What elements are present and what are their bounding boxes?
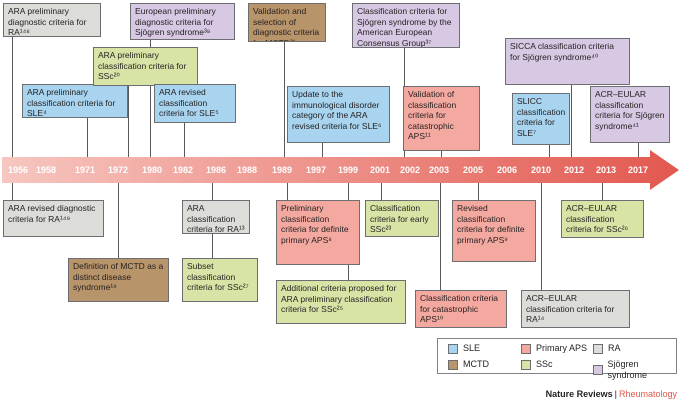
year-label: 2002 bbox=[399, 165, 421, 175]
legend-item-sle: SLE bbox=[448, 343, 480, 354]
event-box-sle: Update to the immunological disorder cat… bbox=[287, 86, 390, 143]
year-label: 2003 bbox=[428, 165, 450, 175]
connector-line bbox=[128, 86, 129, 157]
event-box-sjo: European preliminary diagnostic criteria… bbox=[130, 3, 235, 40]
connector-line bbox=[212, 183, 213, 200]
connector-line bbox=[212, 234, 213, 258]
legend-item-ssc: SSc bbox=[521, 359, 553, 370]
connector-line bbox=[440, 183, 441, 290]
year-label: 2013 bbox=[595, 165, 617, 175]
legend-label: SLE bbox=[463, 343, 481, 353]
legend-swatch bbox=[593, 365, 603, 375]
credit-divider: | bbox=[614, 389, 617, 399]
event-box-ssc: Classification criteria for early SSc²³ bbox=[365, 200, 439, 237]
connector-line bbox=[602, 183, 603, 200]
event-box-ssc: Additional criteria proposed for ARA pre… bbox=[276, 280, 406, 324]
legend-label: Primary APS bbox=[536, 343, 588, 353]
event-box-ra: ARA preliminary diagnostic criteria for … bbox=[3, 3, 101, 37]
connector-line bbox=[150, 40, 151, 157]
event-box-aps: Validation of classification criteria fo… bbox=[403, 86, 480, 151]
legend-swatch bbox=[521, 343, 531, 354]
year-label: 1999 bbox=[337, 165, 359, 175]
year-label: 2001 bbox=[369, 165, 391, 175]
event-box-sle: SLICC classification criteria for SLE⁷ bbox=[512, 93, 570, 145]
journal-credit: Nature Reviews|Rheumatology bbox=[546, 389, 677, 399]
connector-line bbox=[284, 42, 285, 157]
legend-item-aps: Primary APS bbox=[521, 343, 587, 354]
year-label: 2006 bbox=[496, 165, 518, 175]
event-box-ssc: ACR–EULAR classification criteria for SS… bbox=[561, 200, 644, 238]
year-label: 2010 bbox=[530, 165, 552, 175]
connector-line bbox=[541, 183, 542, 290]
connector-line bbox=[571, 85, 572, 157]
legend: SLE Primary APS RA MCTD SSc Sjögren syndrome bbox=[437, 338, 677, 380]
legend-swatch bbox=[521, 359, 531, 370]
year-label: 1997 bbox=[305, 165, 327, 175]
legend-item-mctd: MCTD bbox=[448, 359, 489, 370]
legend-swatch bbox=[448, 359, 458, 370]
connector-line bbox=[322, 143, 323, 157]
year-label: 1958 bbox=[35, 165, 57, 175]
year-label: 1989 bbox=[271, 165, 293, 175]
legend-label: MCTD bbox=[463, 359, 489, 369]
event-box-ra: ARA classification criteria for RA¹³ bbox=[182, 200, 250, 234]
year-label: 1972 bbox=[107, 165, 129, 175]
legend-item-ra: RA bbox=[593, 343, 621, 354]
event-box-aps: Preliminary classification criteria for … bbox=[276, 200, 360, 265]
connector-line bbox=[118, 183, 119, 258]
credit-section: Rheumatology bbox=[618, 389, 677, 399]
year-label: 1986 bbox=[205, 165, 227, 175]
credit-journal: Nature Reviews bbox=[545, 389, 613, 399]
connector-line bbox=[478, 183, 479, 200]
event-box-mctd: Validation and selection of diagnostic c… bbox=[248, 3, 326, 42]
connector-line bbox=[12, 183, 13, 200]
event-box-ra: ACR–EULAR classification criteria for RA… bbox=[521, 290, 630, 328]
event-box-ra: ARA revised diagnostic criteria for RA¹⁴… bbox=[3, 200, 104, 237]
event-box-sjo: ACR–EULAR classification criteria for Sj… bbox=[590, 86, 670, 143]
connector-line bbox=[12, 37, 13, 157]
legend-label: SSc bbox=[536, 359, 553, 369]
year-label: 1956 bbox=[7, 165, 29, 175]
year-label: 1980 bbox=[141, 165, 163, 175]
legend-label: Sjögren syndrome bbox=[607, 359, 648, 380]
legend-label: RA bbox=[608, 343, 621, 353]
year-label: 2012 bbox=[563, 165, 585, 175]
connector-line bbox=[287, 183, 288, 200]
connector-line bbox=[184, 123, 185, 157]
connector-line bbox=[87, 118, 88, 157]
event-box-sjo: Classification criteria for Sjögren synd… bbox=[352, 3, 460, 48]
legend-swatch bbox=[593, 343, 603, 354]
year-label: 2005 bbox=[462, 165, 484, 175]
connector-line bbox=[381, 183, 382, 200]
legend-swatch bbox=[448, 343, 458, 354]
connector-line bbox=[638, 143, 639, 157]
event-box-mctd: Definition of MCTD as a distinct disease… bbox=[68, 258, 169, 302]
event-box-sle: ARA preliminary classification criteria … bbox=[22, 84, 128, 118]
event-box-sle: ARA revised classification criteria for … bbox=[154, 84, 236, 123]
event-box-sjo: SICCA classification criteria for Sjögre… bbox=[505, 38, 630, 85]
event-box-ssc: Subset classification criteria for SSc²⁷ bbox=[182, 258, 258, 302]
year-label: 1971 bbox=[74, 165, 96, 175]
legend-item-sjo: Sjögren syndrome bbox=[593, 359, 676, 381]
event-box-aps: Revised classification criteria for defi… bbox=[452, 200, 536, 262]
year-label: 1988 bbox=[236, 165, 258, 175]
year-label: 1982 bbox=[172, 165, 194, 175]
year-label: 2017 bbox=[627, 165, 649, 175]
event-box-aps: Classification criteria for catastrophic… bbox=[415, 290, 507, 328]
connector-line bbox=[549, 145, 550, 157]
connector-line bbox=[441, 151, 442, 157]
event-box-ssc: ARA preliminary classification criteria … bbox=[93, 47, 198, 86]
